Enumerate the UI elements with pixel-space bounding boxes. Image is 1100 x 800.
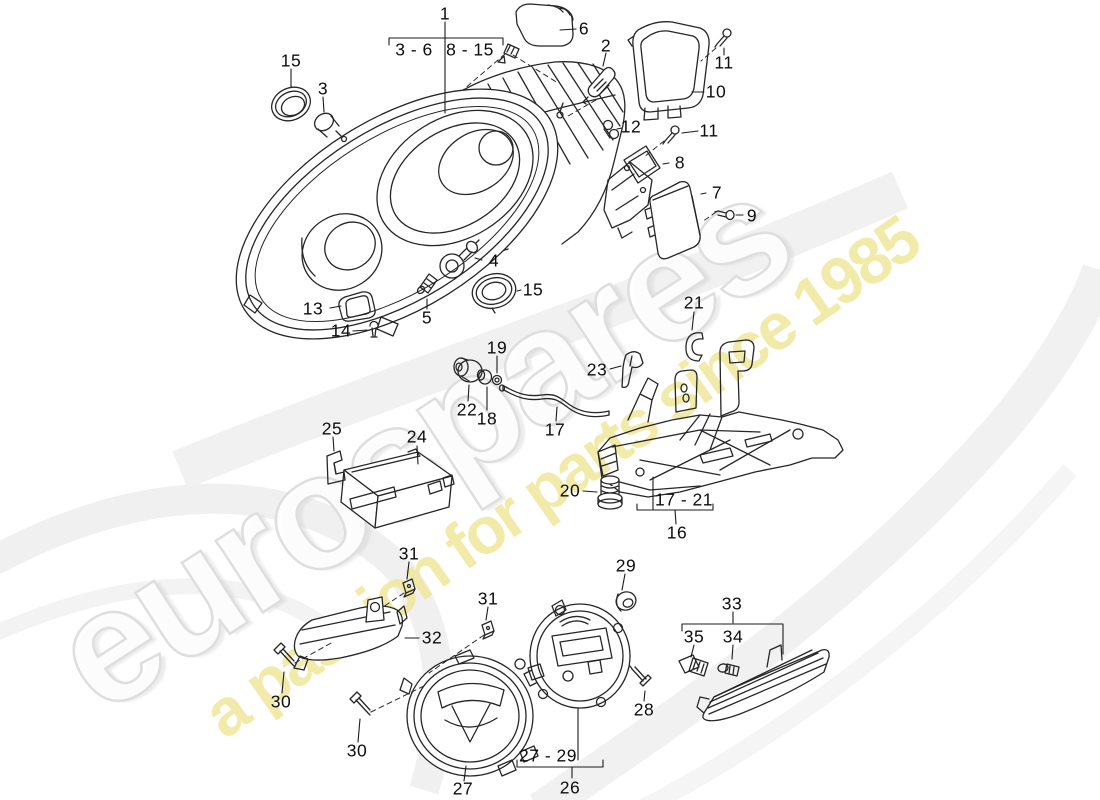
- part-label-30: 30: [270, 691, 292, 712]
- control-module-7: [645, 182, 700, 259]
- part-label-12: 12: [620, 116, 642, 137]
- part-label-11: 11: [699, 120, 719, 141]
- screw-11a: [715, 29, 731, 47]
- clip-25: [327, 451, 345, 484]
- trim-frame: [628, 22, 709, 120]
- screw-28: [630, 666, 651, 686]
- part-label-1: 1: [439, 3, 451, 24]
- bulb-34: [717, 663, 739, 676]
- leader-lines: [282, 22, 783, 781]
- bracket-8: [604, 146, 660, 238]
- grommet-29: [614, 589, 639, 613]
- part-label-8: 8: [674, 152, 686, 173]
- bulb-socket-35: [679, 655, 708, 676]
- part-label-6: 6: [578, 18, 590, 39]
- screw-30a: [274, 643, 294, 666]
- screw-14: [370, 321, 378, 337]
- part-label-20: 20: [559, 480, 581, 501]
- part-label-26: 26: [559, 777, 581, 798]
- part-label-15: 15: [522, 279, 544, 300]
- part-label-2: 2: [600, 35, 612, 56]
- part-label-35: 35: [683, 626, 705, 647]
- part-label-19: 19: [486, 337, 508, 358]
- sealing-ring-15a: [266, 81, 316, 127]
- buffer-20: [598, 476, 622, 509]
- part-label-31: 31: [477, 588, 499, 609]
- screw-30b: [350, 692, 370, 715]
- part-label-7: 7: [711, 182, 723, 203]
- part-label-30: 30: [346, 740, 368, 761]
- lever-23: [622, 352, 643, 388]
- o-ring-19: [493, 376, 502, 385]
- part-label-32: 32: [421, 627, 443, 648]
- turn-signal-32: [294, 597, 407, 670]
- part-label-16: 16: [666, 522, 688, 543]
- part-label-25: 25: [321, 418, 343, 439]
- headlamp-lens: [194, 38, 600, 390]
- part-label-8-15: 8 - 15: [446, 39, 494, 60]
- part-label-27: 27: [452, 778, 474, 799]
- bulb-holder-4: [440, 239, 480, 278]
- part-label-13: 13: [302, 298, 324, 319]
- alignment-dashed-lines: [295, 48, 716, 712]
- part-label-11: 11: [714, 52, 734, 73]
- part-label-29: 29: [615, 555, 637, 576]
- part-label-28: 28: [633, 699, 655, 720]
- part-label-9: 9: [746, 205, 758, 226]
- part-label-27-29: 27 - 29: [519, 745, 577, 766]
- part-label-3-6: 3 - 6: [395, 39, 433, 60]
- part-label-15: 15: [280, 50, 302, 71]
- screw-11b: [663, 126, 679, 144]
- cap-13: [339, 292, 375, 321]
- clip-31a: [403, 579, 415, 597]
- rod-17: [500, 385, 610, 417]
- part-label-3: 3: [317, 78, 329, 99]
- part-label-17-21: 17 - 21: [655, 489, 713, 510]
- part-label-14: 14: [330, 320, 352, 341]
- control-unit-24: [341, 449, 454, 528]
- clip-12: [604, 121, 619, 139]
- mounting-bracket-16: [598, 340, 843, 497]
- sealing-ring-15b: [468, 269, 519, 313]
- bulb-2: [583, 68, 615, 105]
- part-label-17: 17: [544, 419, 566, 440]
- side-marker-lens: [697, 645, 829, 721]
- part-label-18: 18: [476, 408, 498, 429]
- part-label-23: 23: [586, 359, 608, 380]
- part-label-33: 33: [721, 593, 743, 614]
- grommet-18: [478, 370, 492, 384]
- part-label-21: 21: [683, 292, 705, 313]
- fog-housing-26: [528, 600, 630, 708]
- bulb-3: [311, 110, 346, 142]
- part-label-5: 5: [421, 307, 433, 328]
- part-label-4: 4: [488, 250, 500, 271]
- part-label-34: 34: [722, 626, 744, 647]
- clip-31b: [482, 621, 494, 639]
- bulb-5: [416, 274, 437, 295]
- part-label-22: 22: [456, 399, 478, 420]
- c-clip-21: [686, 333, 703, 361]
- part-label-10: 10: [705, 81, 727, 102]
- leveling-motor: [498, 4, 573, 63]
- part-label-24: 24: [406, 426, 428, 447]
- part-label-31: 31: [398, 543, 420, 564]
